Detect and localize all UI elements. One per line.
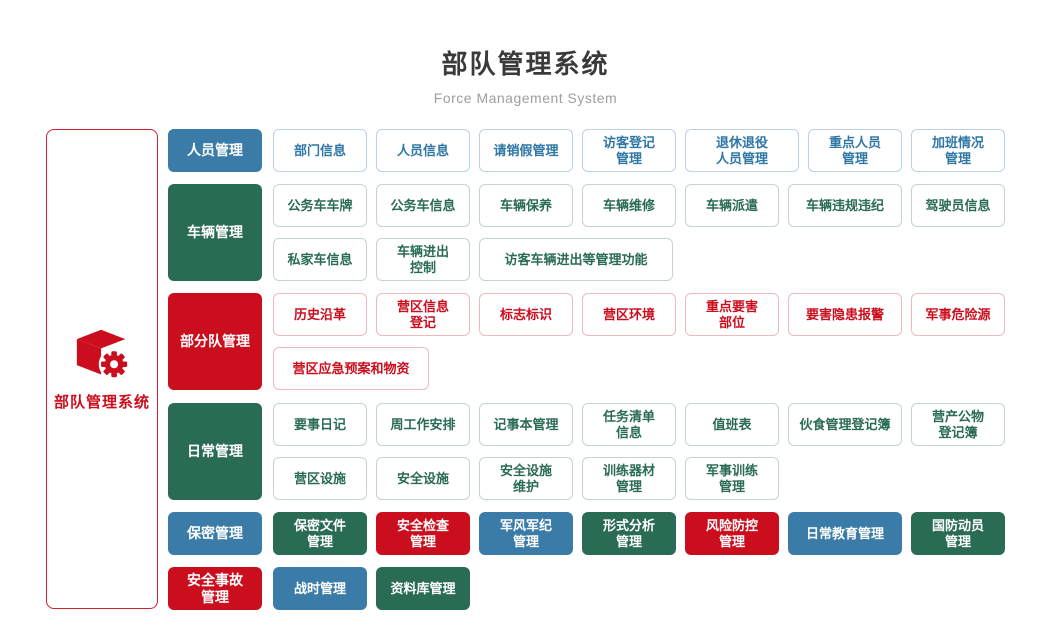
module-box: 营区信息 登记 [376, 293, 470, 336]
row-daily: 日常管理 要事日记 周工作安排 记事本管理 任务清单 信息 值班表 伙食管理登记… [168, 403, 1005, 500]
module-box: 军事危险源 [911, 293, 1005, 336]
row-unit: 部分队管理 历史沿革 营区信息 登记 标志标识 营区环境 重点要害 部位 要害隐… [168, 293, 1005, 390]
module-box: 人员信息 [376, 129, 470, 172]
module-box: 日常教育管理 [788, 512, 902, 555]
module-box: 要害隐患报警 [788, 293, 902, 336]
module-box: 部门信息 [273, 129, 367, 172]
module-box: 公务车车牌 [273, 184, 367, 227]
module-box: 风险防控 管理 [685, 512, 779, 555]
system-root-node: 部队管理系统 [46, 129, 158, 609]
system-root-label: 部队管理系统 [53, 393, 150, 411]
module-box: 训练器材 管理 [582, 457, 676, 500]
row-vehicle: 车辆管理 公务车车牌 公务车信息 车辆保养 车辆维修 车辆派遣 车辆违规违纪 驾… [168, 184, 1005, 281]
module-box: 形式分析 管理 [582, 512, 676, 555]
category-daily-mgmt: 日常管理 [168, 403, 262, 500]
module-box: 要事日记 [273, 403, 367, 446]
module-box: 公务车信息 [376, 184, 470, 227]
category-unit-mgmt: 部分队管理 [168, 293, 262, 390]
module-box: 营区环境 [582, 293, 676, 336]
cube-gear-icon [76, 329, 130, 380]
module-box: 车辆违规违纪 [788, 184, 902, 227]
module-box: 营区设施 [273, 457, 367, 500]
category-vehicle-mgmt: 车辆管理 [168, 184, 262, 281]
module-box: 车辆保养 [479, 184, 573, 227]
module-box: 保密文件 管理 [273, 512, 367, 555]
module-box: 战时管理 [273, 567, 367, 610]
module-box: 请销假管理 [479, 129, 573, 172]
module-box: 私家车信息 [273, 238, 367, 281]
module-box: 伙食管理登记簿 [788, 403, 902, 446]
module-box: 军风军纪 管理 [479, 512, 573, 555]
module-box: 安全设施 [376, 457, 470, 500]
module-box: 重点人员 管理 [808, 129, 902, 172]
module-box: 车辆进出 控制 [376, 238, 470, 281]
module-box: 重点要害 部位 [685, 293, 779, 336]
module-box: 营产公物 登记簿 [911, 403, 1005, 446]
page-header: 部队管理系统 Force Management System [0, 44, 1051, 106]
module-box: 军事训练 管理 [685, 457, 779, 500]
category-personnel-mgmt: 人员管理 [168, 129, 262, 172]
module-box: 车辆派遣 [685, 184, 779, 227]
module-box: 记事本管理 [479, 403, 573, 446]
module-box: 历史沿革 [273, 293, 367, 336]
module-box: 加班情况 管理 [911, 129, 1005, 172]
page-title: 部队管理系统 [441, 49, 610, 79]
module-box: 值班表 [685, 403, 779, 446]
module-box: 安全设施 维护 [479, 457, 573, 500]
category-secrecy-mgmt: 保密管理 [168, 512, 262, 555]
row-secrecy: 保密管理 保密文件 管理 安全检查 管理 军风军纪 管理 形式分析 管理 风险防… [168, 512, 1005, 555]
module-box: 退休退役 人员管理 [685, 129, 799, 172]
row-safety-incident: 安全事故 管理 战时管理 资料库管理 [168, 567, 470, 610]
module-box: 周工作安排 [376, 403, 470, 446]
page-subtitle: Force Management System [433, 90, 618, 106]
module-box: 标志标识 [479, 293, 573, 336]
module-box: 任务清单 信息 [582, 403, 676, 446]
module-box: 安全检查 管理 [376, 512, 470, 555]
module-box: 访客车辆进出等管理功能 [479, 238, 673, 281]
module-box: 国防动员 管理 [911, 512, 1005, 555]
module-box: 驾驶员信息 [911, 184, 1005, 227]
module-box: 车辆维修 [582, 184, 676, 227]
module-box: 营区应急预案和物资 [273, 347, 429, 390]
category-safety-incident-mgmt: 安全事故 管理 [168, 567, 262, 610]
row-personnel: 人员管理 部门信息 人员信息 请销假管理 访客登记 管理 退休退役 人员管理 重… [168, 129, 1005, 172]
module-box: 访客登记 管理 [582, 129, 676, 172]
module-box: 资料库管理 [376, 567, 470, 610]
